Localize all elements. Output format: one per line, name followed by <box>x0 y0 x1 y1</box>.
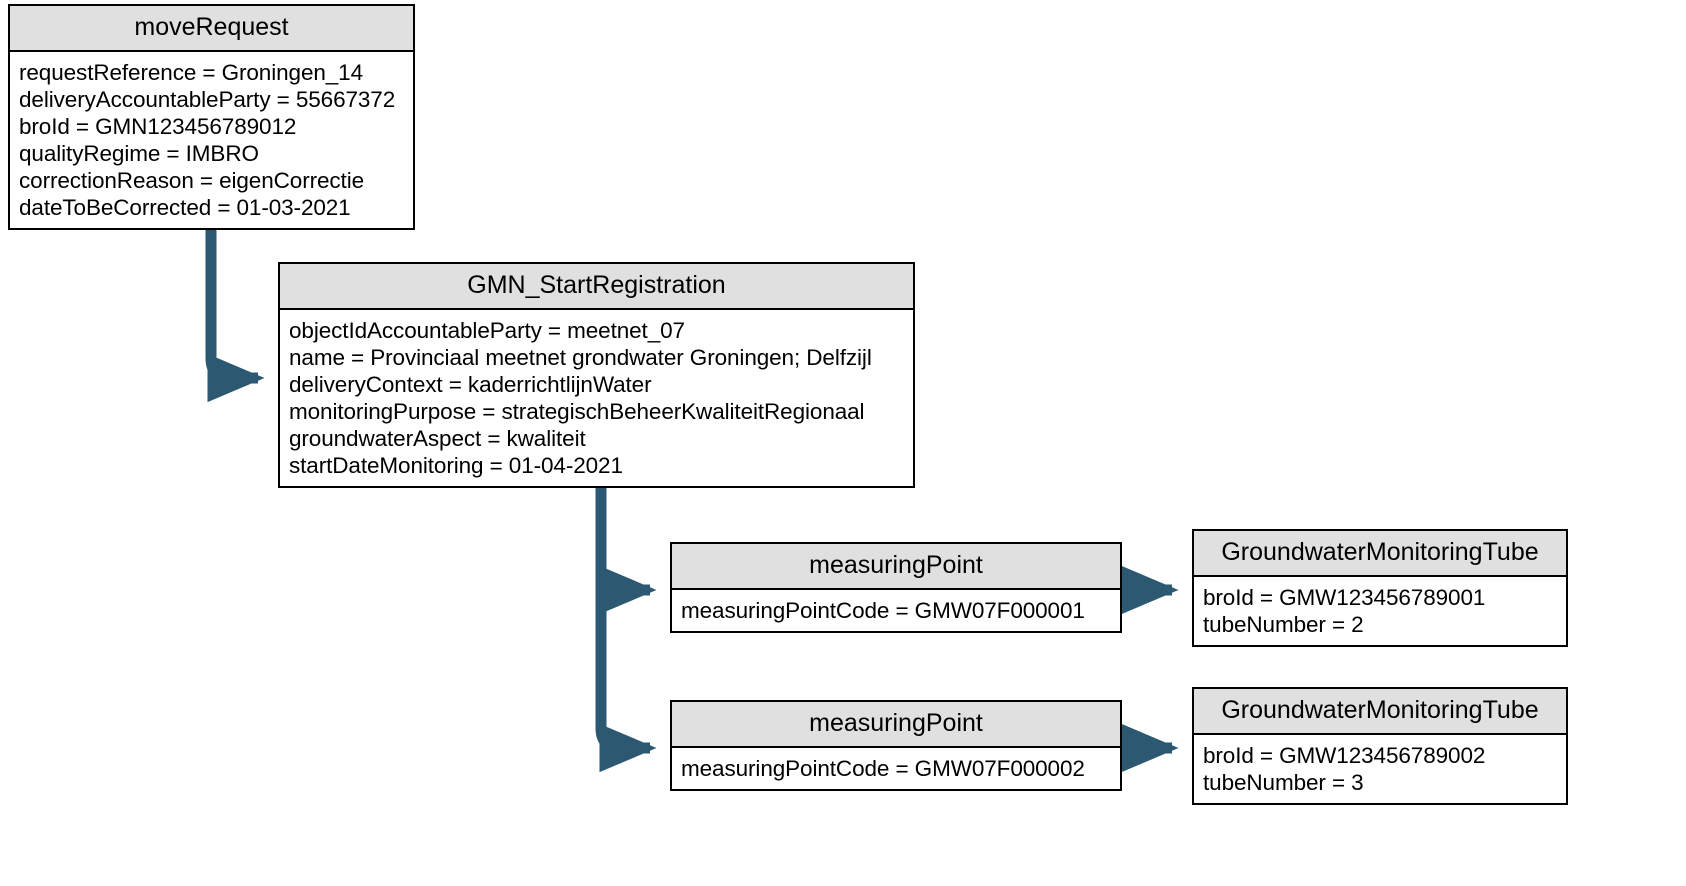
node-attributes-groundwater-monitoring-tube-2: broId = GMW123456789002 tubeNumber = 3 <box>1194 735 1566 803</box>
attribute-row: groundwaterAspect = kwaliteit <box>289 426 586 451</box>
attribute-row: broId = GMN123456789012 <box>19 114 297 139</box>
attribute-row: qualityRegime = IMBRO <box>19 141 259 166</box>
node-title-groundwater-monitoring-tube-1: GroundwaterMonitoringTube <box>1194 531 1566 577</box>
node-title-groundwater-monitoring-tube-2: GroundwaterMonitoringTube <box>1194 689 1566 735</box>
attribute-row: monitoringPurpose = strategischBeheerKwa… <box>289 399 865 424</box>
node-move-request[interactable]: moveRequest requestReference = Groningen… <box>8 4 415 230</box>
node-groundwater-monitoring-tube-2[interactable]: GroundwaterMonitoringTube broId = GMW123… <box>1192 687 1568 805</box>
node-title-measuring-point-1: measuringPoint <box>672 544 1120 590</box>
node-measuring-point-1[interactable]: measuringPoint measuringPointCode = GMW0… <box>670 542 1122 633</box>
node-attributes-groundwater-monitoring-tube-1: broId = GMW123456789001 tubeNumber = 2 <box>1194 577 1566 645</box>
connector-move-request-to-gmn-start-registration <box>205 222 265 403</box>
node-attributes-measuring-point-2: measuringPointCode = GMW07F000002 <box>672 748 1120 789</box>
attribute-row: correctionReason = eigenCorrectie <box>19 168 365 193</box>
attribute-row: broId = GMW123456789002 <box>1203 743 1486 768</box>
node-title-gmn-start-registration: GMN_StartRegistration <box>280 264 913 310</box>
attribute-row: measuringPointCode = GMW07F000002 <box>681 756 1085 781</box>
node-attributes-gmn-start-registration: objectIdAccountableParty = meetnet_07 na… <box>280 310 913 486</box>
node-groundwater-monitoring-tube-1[interactable]: GroundwaterMonitoringTube broId = GMW123… <box>1192 529 1568 647</box>
attribute-row: name = Provinciaal meetnet grondwater Gr… <box>289 345 872 370</box>
attribute-row: startDateMonitoring = 01-04-2021 <box>289 453 623 478</box>
attribute-row: requestReference = Groningen_14 <box>19 60 364 85</box>
connector-gmn-start-registration-to-measuring-point-2 <box>595 487 657 773</box>
attribute-row: deliveryContext = kaderrichtlijnWater <box>289 372 652 397</box>
attribute-row: objectIdAccountableParty = meetnet_07 <box>289 318 685 343</box>
attribute-row: deliveryAccountableParty = 55667372 <box>19 87 396 112</box>
attribute-row: tubeNumber = 3 <box>1203 770 1364 795</box>
node-title-move-request: moveRequest <box>10 6 413 52</box>
node-gmn-start-registration[interactable]: GMN_StartRegistration objectIdAccountabl… <box>278 262 915 488</box>
attribute-row: dateToBeCorrected = 01-03-2021 <box>19 195 351 220</box>
attribute-row: tubeNumber = 2 <box>1203 612 1364 637</box>
node-title-measuring-point-2: measuringPoint <box>672 702 1120 748</box>
attribute-row: broId = GMW123456789001 <box>1203 585 1486 610</box>
node-attributes-measuring-point-1: measuringPointCode = GMW07F000001 <box>672 590 1120 631</box>
connector-gmn-start-registration-to-measuring-point-1 <box>595 487 657 615</box>
node-measuring-point-2[interactable]: measuringPoint measuringPointCode = GMW0… <box>670 700 1122 791</box>
attribute-row: measuringPointCode = GMW07F000001 <box>681 598 1085 623</box>
node-attributes-move-request: requestReference = Groningen_14 delivery… <box>10 52 413 228</box>
